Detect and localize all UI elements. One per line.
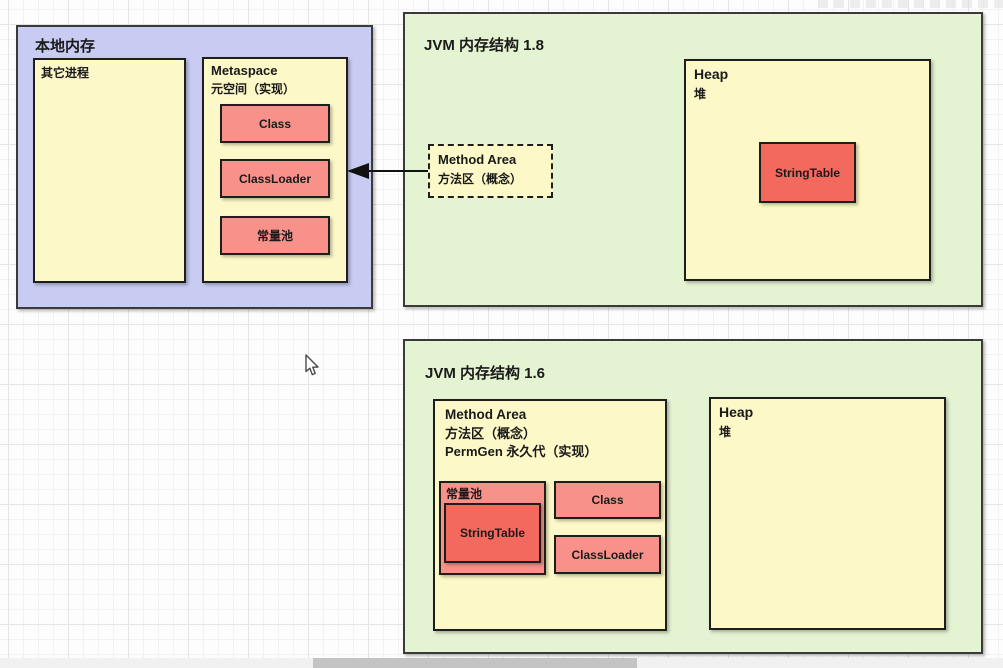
class-16-box[interactable]: Class <box>554 481 661 519</box>
other-process-label: 其它进程 <box>41 66 90 80</box>
method-area-18-line1: Method Area <box>438 152 517 167</box>
native-memory-title: 本地内存 <box>35 38 96 55</box>
metaspace-classloader-label: ClassLoader <box>238 171 312 186</box>
metaspace-class-box[interactable]: Class <box>220 104 330 143</box>
method-area-16-line2: 方法区（概念） <box>445 425 537 441</box>
heap-16-subtitle: 堆 <box>719 424 732 439</box>
class-16-label: Class <box>591 493 624 507</box>
method-area-18-box[interactable]: Method Area 方法区（概念） <box>428 144 553 198</box>
metaspace-constant-pool-box[interactable]: 常量池 <box>220 216 330 255</box>
horizontal-scrollbar-track[interactable] <box>0 658 1003 668</box>
horizontal-scrollbar-thumb[interactable] <box>313 658 637 668</box>
constant-pool-16-stringtable-label: StringTable <box>459 526 526 540</box>
constant-pool-16-stringtable-box[interactable]: StringTable <box>444 503 541 563</box>
heap-16-box[interactable]: Heap 堆 <box>709 397 946 630</box>
heap-18-stringtable-label: StringTable <box>774 165 841 180</box>
heap-18-subtitle: 堆 <box>694 86 707 101</box>
other-process-box[interactable]: 其它进程 <box>33 58 186 283</box>
classloader-16-label: ClassLoader <box>571 547 644 562</box>
metaspace-constant-pool-label: 常量池 <box>256 229 293 243</box>
jvm18-title: JVM 内存结构 1.8 <box>424 37 545 54</box>
classloader-16-box[interactable]: ClassLoader <box>554 535 661 574</box>
metaspace-subtitle: 元空间（实现） <box>211 82 296 97</box>
heap-18-stringtable-box[interactable]: StringTable <box>759 142 856 203</box>
method-area-18-line2: 方法区（概念） <box>438 172 523 187</box>
faded-top-artifact <box>818 0 1003 8</box>
method-area-16-line3: PermGen 永久代（实现） <box>445 444 598 460</box>
connector-arrowhead-icon <box>347 163 369 179</box>
constant-pool-16-label: 常量池 <box>446 487 483 501</box>
jvm16-title: JVM 内存结构 1.6 <box>425 365 546 382</box>
metaspace-class-label: Class <box>258 116 292 131</box>
method-area-to-metaspace-connector[interactable] <box>366 170 428 172</box>
heap-18-title: Heap <box>694 66 729 82</box>
metaspace-title: Metaspace <box>211 63 278 78</box>
heap-16-title: Heap <box>719 404 754 420</box>
mouse-cursor-icon <box>305 354 319 376</box>
method-area-16-line1: Method Area <box>445 407 527 422</box>
metaspace-classloader-box[interactable]: ClassLoader <box>220 159 330 198</box>
